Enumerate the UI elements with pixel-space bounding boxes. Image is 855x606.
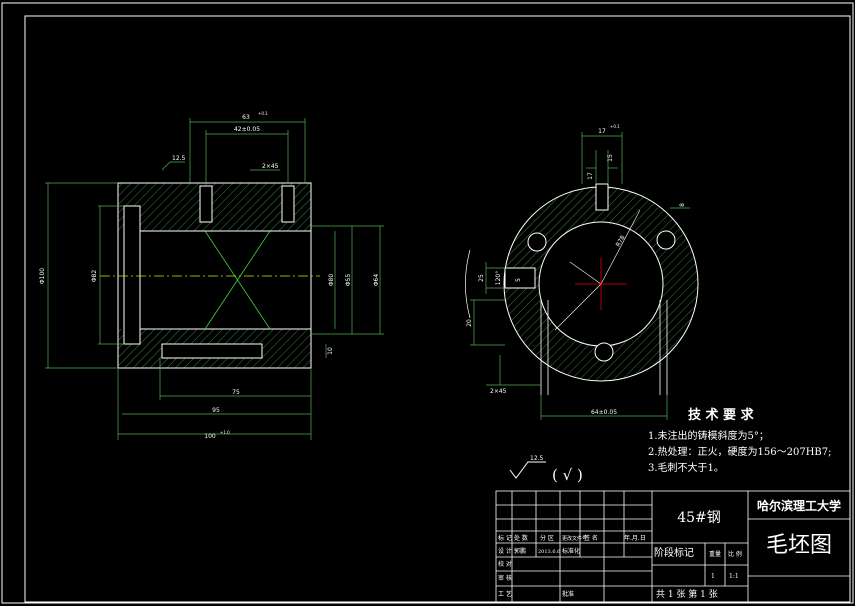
dim-top-offset: 42±0.05 xyxy=(234,126,260,133)
side-dim-5: 5 xyxy=(515,278,522,282)
front-bottom-pocket xyxy=(161,343,263,359)
quantity: 1 xyxy=(711,573,715,580)
dim-top-tol: +0.1 xyxy=(258,111,268,116)
side-left-slot xyxy=(504,267,536,289)
tech-requirements: 技 术 要 求 1.未注出的铸模斜度为5°； 2.热处理：正火，硬度为156～2… xyxy=(648,407,832,474)
dim-len-100: 100 xyxy=(204,433,216,440)
side-dim-15: 15 xyxy=(607,154,614,162)
row-2-label: 审 核 xyxy=(498,574,512,582)
row-0-label: 设 计 xyxy=(498,547,512,555)
side-dim-bottom: 64±0.05 xyxy=(591,409,617,416)
side-dimensions xyxy=(470,132,690,420)
dim-bore-80: Φ80 xyxy=(328,274,335,287)
stage-label: 阶段标记 xyxy=(654,546,694,559)
inner-border xyxy=(24,15,851,603)
dim-outer-64: Φ64 xyxy=(373,274,380,287)
front-left-flange xyxy=(123,205,141,345)
scale-value: 1:1 xyxy=(729,573,739,580)
front-dimensions xyxy=(45,118,384,440)
dim-bore-55: Φ55 xyxy=(345,274,352,287)
sheets: 共 1 张 第 1 张 xyxy=(656,588,718,600)
requirement-line-3: 3.毛刺不大于1。 xyxy=(648,461,724,474)
dim-len-75: 75 xyxy=(232,389,240,396)
side-view xyxy=(465,183,699,395)
rev-header-2: 分 区 xyxy=(540,534,554,542)
dim-roughness: 12.5 xyxy=(172,155,186,162)
side-hole-bottom xyxy=(594,342,614,362)
dim-chamfer: 2×45 xyxy=(262,163,279,170)
front-top-wall xyxy=(118,183,311,231)
front-view xyxy=(100,182,320,369)
requirements-title: 技 术 要 求 xyxy=(688,407,755,423)
dim-left-bore: Φ82 xyxy=(91,270,98,283)
front-dim-text: Φ100 Φ82 Φ80 Φ55 Φ64 63 +0.1 42±0.05 2×4… xyxy=(39,111,380,440)
row-0-name: 郭鹏 xyxy=(514,547,526,555)
side-dim-top-tol: +0.1 xyxy=(610,124,620,129)
side-dim-8: 8 xyxy=(679,203,686,207)
side-dim-angle: 120° xyxy=(495,271,502,285)
row-0-date: 2013.6.6 xyxy=(538,549,560,555)
side-dim-25: 25 xyxy=(478,274,485,282)
dim-small-10: 10 xyxy=(327,347,334,355)
side-dim-20: 20 xyxy=(466,319,473,327)
dim-len-100-tol: +1.0 xyxy=(220,430,230,435)
drawing-name: 毛坯图 xyxy=(766,533,832,558)
rev-header-5: 年.月.日 xyxy=(624,534,646,542)
title-block xyxy=(495,490,851,603)
row-3-label: 工 艺 xyxy=(498,590,512,598)
roughness-symbol: ( √ ) xyxy=(552,466,583,484)
front-hole-1 xyxy=(199,185,213,223)
side-dim-text: 17 +0.1 15 17 8 R78 120° 5 25 20 2×45 64… xyxy=(466,124,686,416)
weight-label: 重量 xyxy=(709,550,721,558)
side-hole-top-right xyxy=(656,230,676,250)
scale-label: 比 例 xyxy=(728,550,742,558)
roughness-icon xyxy=(509,461,546,479)
row-1-label: 校 对 xyxy=(498,560,512,568)
front-bore xyxy=(139,230,312,330)
side-dim-17: 17 xyxy=(587,172,594,180)
roughness-value: 12.5 xyxy=(530,455,544,462)
row-0-extra: 标准化 xyxy=(562,547,580,555)
dim-overall-diameter: Φ100 xyxy=(39,268,46,284)
dim-len-95: 95 xyxy=(212,407,220,414)
rev-header-1: 处 数 xyxy=(514,534,528,542)
side-dim-chamfer: 2×45 xyxy=(490,388,507,395)
side-hole-top-left xyxy=(527,232,547,252)
material: 45#钢 xyxy=(677,510,721,526)
side-top-slot xyxy=(595,183,609,211)
requirement-line-2: 2.热处理：正火，硬度为156～207HB7; xyxy=(648,445,832,458)
rev-header-3: 更改文件号 xyxy=(562,535,587,542)
requirement-line-1: 1.未注出的铸模斜度为5°； xyxy=(648,429,769,442)
rev-header-0: 标 记 xyxy=(498,534,512,542)
title-block-text: 45#钢 哈尔滨理工大学 毛坯图 阶段标记 重量 比 例 1 1:1 共 1 张… xyxy=(498,498,841,600)
side-dim-top-width: 17 xyxy=(598,128,606,135)
school-name: 哈尔滨理工大学 xyxy=(757,498,841,513)
front-hole-2 xyxy=(281,185,295,223)
dim-top-overall: 63 xyxy=(242,114,250,121)
roughness-note: 12.5 ( √ ) xyxy=(509,455,583,484)
rev-header-4: 签 名 xyxy=(584,534,598,542)
row-3-extra: 批准 xyxy=(562,590,574,598)
